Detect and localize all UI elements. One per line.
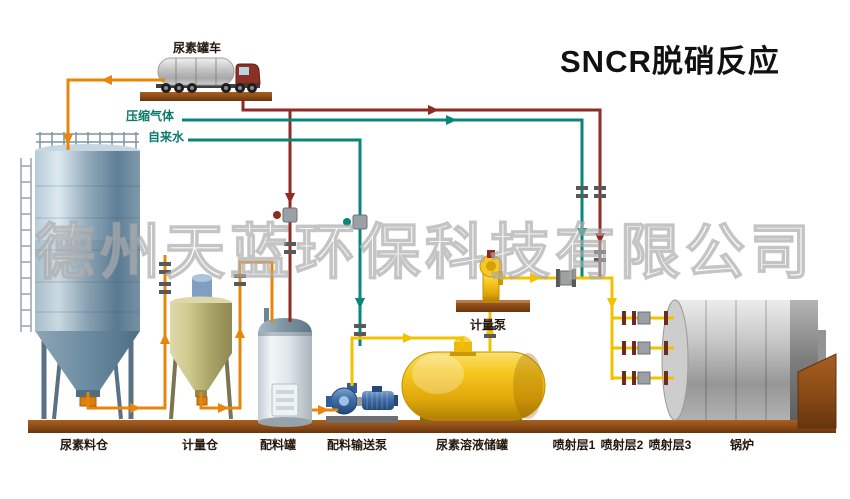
bin-inlet-filter [192,278,212,302]
ground-platform [28,420,836,433]
boiler [661,299,837,429]
pump-motor [362,391,394,410]
flow-arrows [63,75,617,415]
metering-pump-platform [456,300,530,312]
boiler-ash-hopper [797,353,837,429]
tank-hatch [454,342,472,354]
silo-ladder [20,158,32,332]
label-transfer-pump: 配料输送泵 [326,438,388,452]
label-metering-pump: 计量泵 [469,318,507,332]
label-urea-truck: 尿素罐车 [172,41,222,55]
label-compressed-gas: 压缩气体 [126,109,175,123]
metering-pump [456,250,530,312]
transfer-pump [326,383,398,423]
truck-wheels [161,83,257,93]
injection-valves [622,311,668,385]
pipe-truck-to-silo [66,78,165,150]
label-solution-tank: 尿素溶液储罐 [435,438,509,452]
label-tap-water: 自来水 [148,130,185,144]
page-title: SNCR脱硝反应 [560,44,780,79]
urea-tank-truck [156,57,261,93]
pipe-compressed-gas [182,118,584,278]
silo-railing [36,133,139,143]
flange-pair [159,186,606,338]
valve-water-line [343,214,368,230]
valves-and-flanges [159,186,668,385]
pipe-silo-to-bin [86,255,167,410]
urea-silo [20,132,140,420]
mixing-tank [258,308,312,427]
label-metering-bin: 计量仓 [181,438,219,452]
solution-tank [401,336,546,422]
pipe-tap-water [188,138,362,346]
silo-railing-posts [39,132,137,150]
label-mixing-tank: 配料罐 [259,438,297,452]
label-injection-layer-3: 喷射层3 [648,438,692,452]
label-boiler: 锅炉 [729,438,755,452]
valve-red-branch [273,207,298,223]
pipe-red-main [241,100,602,278]
label-injection-layer-1: 喷射层1 [552,438,596,452]
label-urea-silo: 尿素料仓 [59,438,109,452]
truck-window [239,67,249,75]
check-valve-metering-line [556,269,576,287]
label-injection-layer-2: 喷射层2 [600,438,644,452]
truck-platform [140,92,272,101]
